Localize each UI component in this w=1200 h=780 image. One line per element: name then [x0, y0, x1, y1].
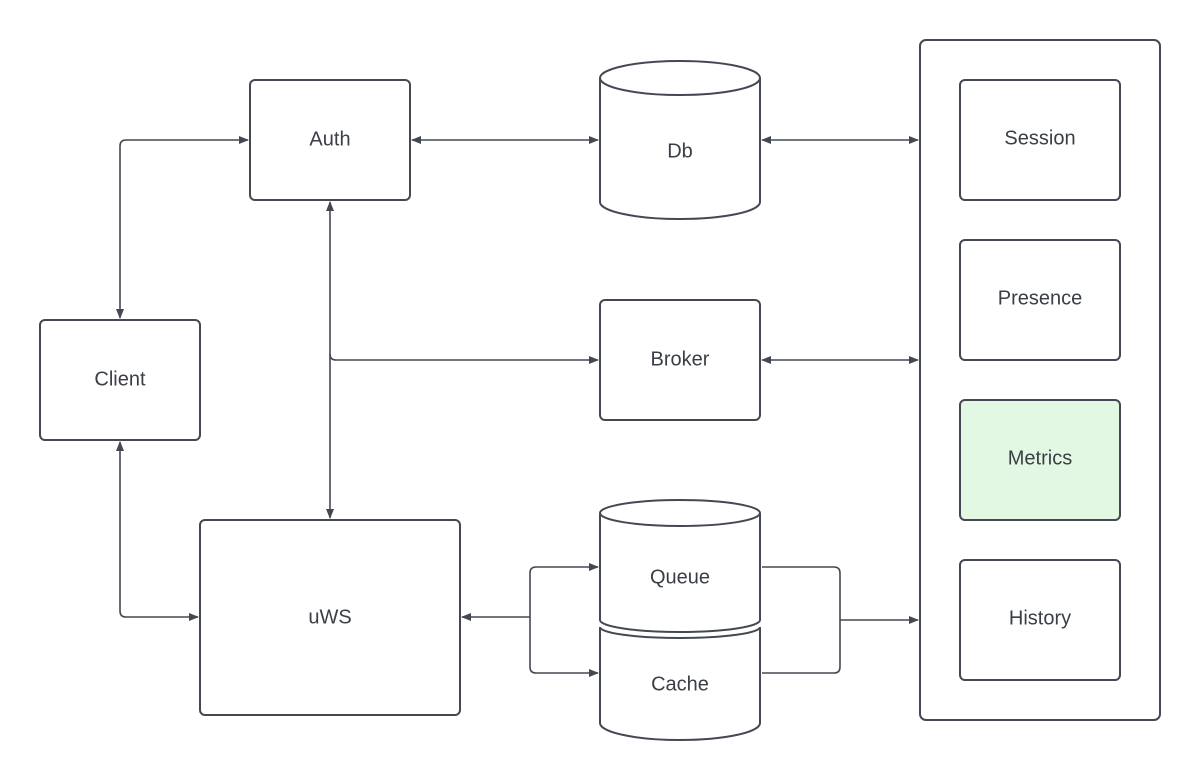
node-queue: Queue: [599, 499, 761, 633]
edge-fork-cache: [529, 617, 599, 677]
node-session-label: Session: [1004, 127, 1075, 149]
edge-queue-merge: [762, 566, 841, 620]
edge-fork-queue: [529, 563, 599, 617]
node-uws: uWS: [199, 519, 461, 716]
node-db-label: Db: [667, 140, 693, 162]
node-uws-label: uWS: [308, 606, 351, 628]
node-session: Session: [959, 79, 1121, 201]
node-auth: Auth: [249, 79, 411, 201]
node-broker: Broker: [599, 299, 761, 421]
node-db: Db: [599, 60, 761, 220]
services-panel: [919, 39, 1161, 721]
edge-client-uws: [116, 441, 199, 621]
edge-cache-merge: [762, 620, 841, 674]
node-history: History: [959, 559, 1121, 681]
node-client: Client: [39, 319, 201, 441]
node-presence: Presence: [959, 239, 1121, 361]
node-auth-label: Auth: [309, 128, 350, 150]
edge-junction-broker: [329, 353, 599, 364]
node-metrics-label: Metrics: [1008, 447, 1072, 469]
edge-client-auth: [116, 136, 249, 319]
node-client-label: Client: [94, 368, 146, 390]
node-queue-label: Queue: [650, 566, 710, 588]
node-broker-label: Broker: [651, 348, 710, 370]
node-metrics: Metrics: [959, 399, 1121, 521]
edges: [116, 136, 919, 677]
node-cache-label: Cache: [651, 673, 709, 695]
node-cache: Cache: [599, 626, 761, 741]
node-presence-label: Presence: [998, 287, 1083, 309]
node-history-label: History: [1009, 607, 1071, 629]
